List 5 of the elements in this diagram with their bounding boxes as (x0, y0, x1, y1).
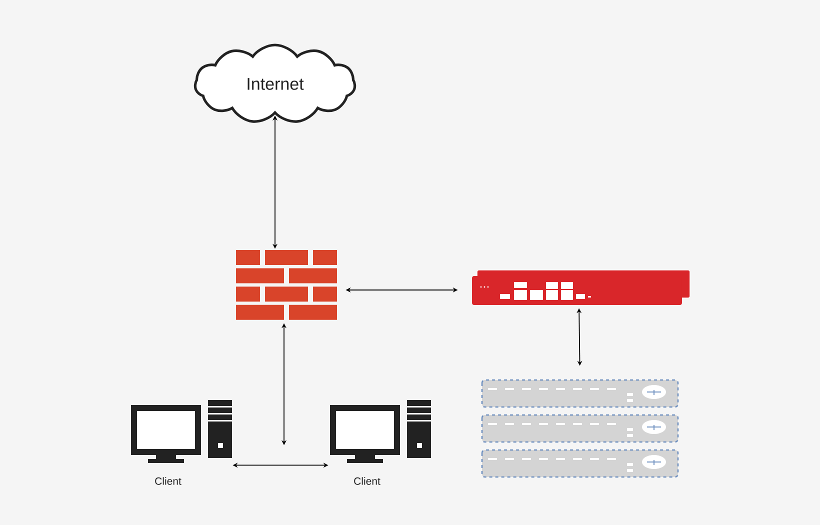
server-stack-drawing (481, 379, 679, 478)
node-label: Client (155, 477, 182, 485)
appliance-drawing (472, 270, 690, 305)
node-label: Client (354, 477, 380, 485)
firewall-drawing (236, 250, 337, 320)
